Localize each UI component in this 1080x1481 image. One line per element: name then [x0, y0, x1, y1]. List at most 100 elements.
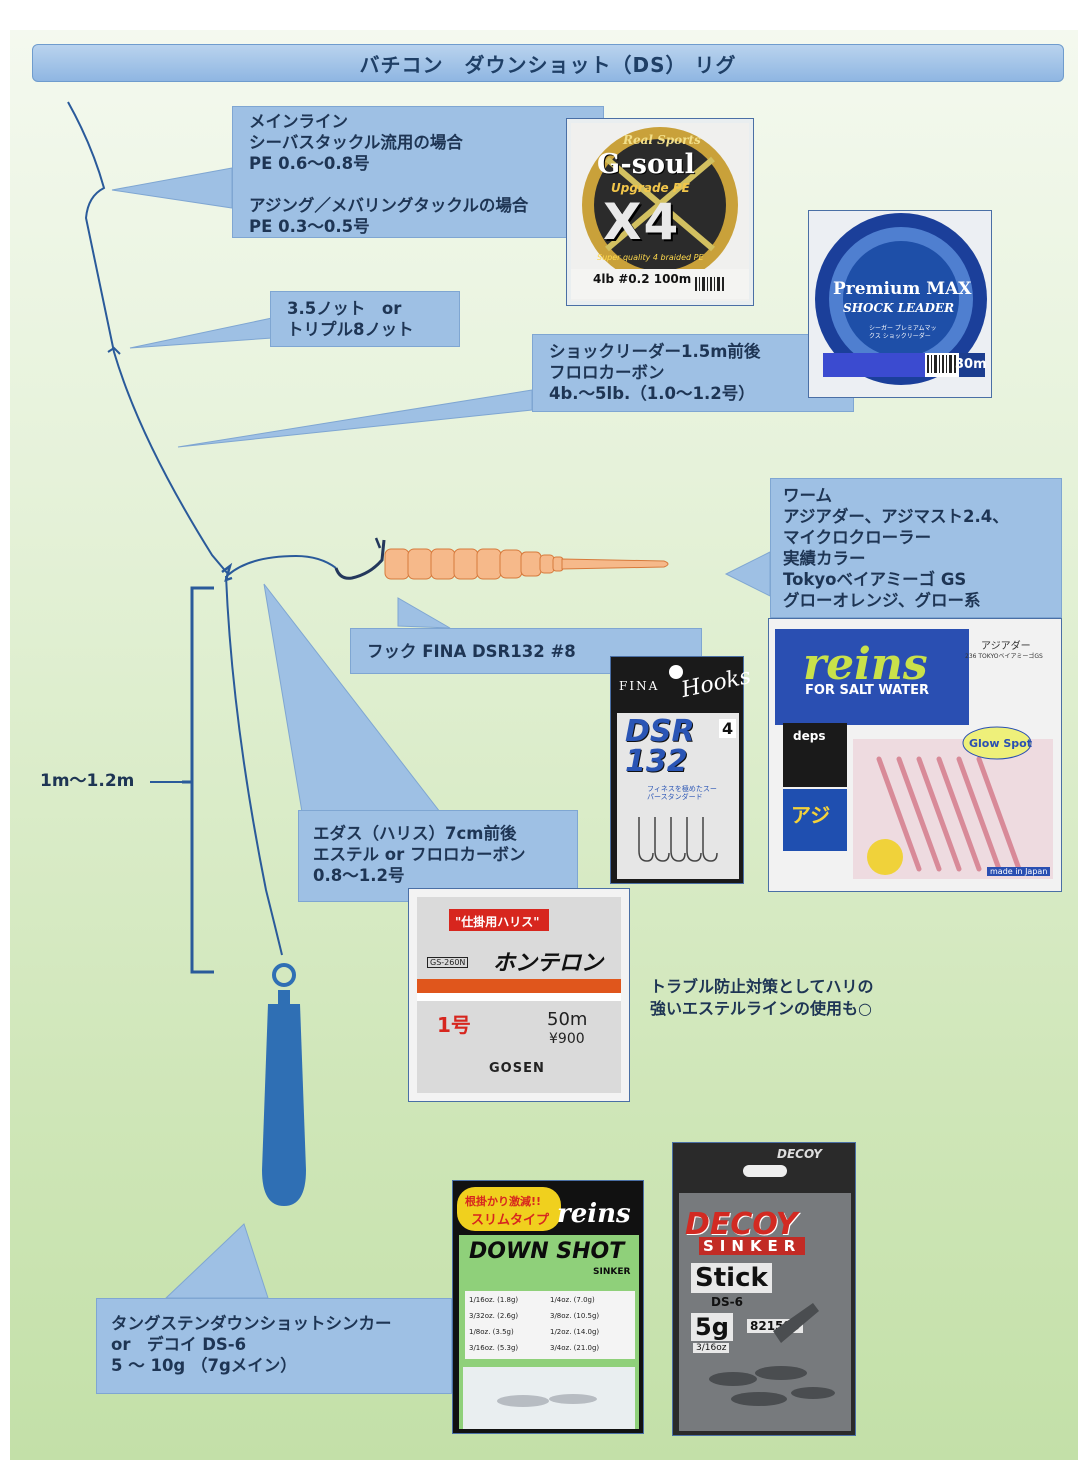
fina-dot-icon: [669, 665, 683, 679]
decoy-model: Stick: [691, 1263, 772, 1293]
honteron-package: "仕掛用ハリス" GS-260N ホンテロン 1号 50m ¥900 GOSEN: [408, 888, 630, 1102]
callout-line: 4b.～5lb.（1.0～1.2号）: [549, 384, 755, 403]
callout-line: エステル or フロロカーボン: [313, 845, 526, 864]
downshot-table: 1/16oz. (1.8g) 1/4oz. (7.0g) 3/32oz. (2.…: [465, 1291, 635, 1359]
callout-line: トリプル8ノット: [287, 320, 414, 339]
gsoul-package: Real Sports G-soul Upgrade PE X4 Super q…: [566, 118, 754, 306]
callout-line: or デコイ DS-6: [111, 1335, 247, 1354]
knot-pointer: [129, 317, 273, 349]
premium-name: Premium MAX: [833, 279, 972, 299]
callout-line: PE 0.3～0.5号: [249, 217, 370, 236]
fina-hooks-package: FINA Hooks DSR 132 4 フィネスを極めたスーパースタンダード: [610, 656, 753, 884]
decoy-hanger: [743, 1165, 787, 1177]
honteron-price: ¥900: [549, 1031, 585, 1047]
note-line: 強いエステルラインの使用も○: [650, 999, 872, 1018]
callout-line: アジアダー、アジマスト2.4、: [783, 507, 1009, 526]
downshot-sinkers: [463, 1367, 635, 1429]
reins-color: 236 TOKYOベイアミーゴGS: [965, 653, 1043, 660]
hook-samples: [638, 817, 718, 862]
size-option: 1/8oz. (3.5g): [469, 1328, 514, 1336]
decoy-sinkers: [709, 1303, 835, 1406]
decoy-top-brand: DECOY: [777, 1147, 822, 1161]
mainline-pointer: [111, 167, 233, 209]
downshot-brand: reins: [557, 1199, 631, 1229]
gsoul-tag: Super quality 4 braided PE: [597, 253, 704, 262]
premium-jp: シーガー プレミアムマックス ショックリーダー: [869, 325, 937, 340]
reins-fish: アジ: [791, 803, 831, 827]
fina-jp: フィネスを極めたスーパースタンダード: [647, 785, 717, 801]
callout-line: フロロカーボン: [549, 363, 665, 382]
honteron-label: "仕掛用ハリス": [455, 915, 540, 929]
reins-brand: reins: [803, 639, 928, 690]
downshot-name: DOWN SHOT: [469, 1239, 625, 1264]
callout-line: 3.5ノット or: [287, 299, 402, 318]
sinker-callout: タングステンダウンショットシンカー or デコイ DS-6 5 ～ 10g （7…: [96, 1298, 452, 1394]
gsoul-art: [571, 123, 749, 301]
reins-sub: FOR SALT WATER: [805, 683, 929, 698]
knot-mark: [107, 346, 121, 355]
honteron-art: [417, 897, 621, 1093]
worm-callout: ワーム アジアダー、アジマスト2.4、 マイクロクローラー 実績カラー Toky…: [770, 478, 1062, 618]
honteron-name: ホンテロン: [493, 951, 604, 976]
size-option: 3/4oz. (21.0g): [550, 1344, 600, 1352]
fina-panel: [617, 713, 739, 879]
leader-callout: ショックリーダー1.5m前後 フロロカーボン 4b.～5lb.（1.0～1.2号…: [532, 334, 854, 412]
hook-barb: [374, 537, 382, 549]
main-line: [67, 101, 229, 575]
title-text: バチコン ダウンショット（DS） リグ: [359, 52, 737, 77]
reins-glow: Glow Spot: [969, 737, 1032, 750]
size-option: 3/8oz. (10.5g): [550, 1312, 600, 1320]
note-line: トラブル防止対策としてハリの: [650, 977, 874, 996]
gsoul-spec: 4lb #0.2 100m: [593, 272, 692, 286]
decoy-brand: DECOY: [685, 1207, 798, 1242]
decoy-oz: 3/16oz: [693, 1343, 730, 1353]
callout-line: アジング／メバリングタックルの場合: [249, 196, 529, 215]
downshot-badge: [457, 1187, 561, 1231]
fina-brand: FINA: [619, 679, 660, 693]
callout-line: 5 ～ 10g （7gメイン）: [111, 1356, 297, 1375]
hook: [334, 539, 386, 580]
gsoul-sub: Upgrade PE: [611, 181, 690, 195]
honteron-len: 50m: [547, 1009, 588, 1030]
mainline-callout: メインライン シーバスタックル流用の場合 PE 0.6～0.8号 アジング／メバ…: [232, 106, 604, 238]
premium-max-package: Premium MAX SHOCK LEADER シーガー プレミアムマックス …: [808, 210, 992, 398]
gsoul-big: X4: [603, 193, 681, 251]
decoy-name: SINKER: [699, 1237, 806, 1255]
fina-model: DSR 132: [625, 714, 695, 779]
decoy-code: DS-6: [711, 1295, 743, 1309]
leader-to-sinker: [225, 575, 283, 956]
size-option: 3/16oz. (5.3g): [469, 1344, 519, 1352]
reins-made: made in Japan: [987, 867, 1051, 876]
callout-line: タングステンダウンショットシンカー: [111, 1314, 392, 1333]
callout-line: 実績カラー: [783, 549, 866, 568]
size-option: 1/2oz. (14.0g): [550, 1328, 600, 1336]
gsoul-brand: Real Sports: [623, 133, 701, 147]
premium-sub: SHOCK LEADER: [843, 301, 955, 315]
sinker: [262, 963, 306, 1206]
honteron-size: 1号: [437, 1013, 471, 1037]
length-bracket: [182, 586, 214, 974]
tip-note: トラブル防止対策としてハリの 強いエステルラインの使用も○: [650, 976, 874, 1020]
callout-line: Tokyoベイアミーゴ GS: [783, 570, 967, 589]
worm-pointer: [724, 551, 771, 597]
reins-jp: アジアダー: [981, 641, 1031, 652]
fina-size: 4: [719, 719, 737, 738]
reins-worm-package: reins FOR SALT WATER アジアダー 236 TOKYOベイアミ…: [768, 618, 1062, 892]
honteron-brand: GOSEN: [489, 1061, 545, 1076]
leader-pointer: [177, 389, 533, 448]
callout-line: シーバスタックル流用の場合: [249, 133, 463, 152]
honteron-code: GS-260N: [427, 957, 469, 968]
worm: [384, 548, 669, 580]
decoy-weight: 5g: [691, 1313, 733, 1341]
length-label: 1m～1.2m: [40, 771, 135, 791]
callout-line: メインライン: [249, 112, 348, 131]
callout-line: フック FINA DSR132 #8: [367, 642, 576, 661]
sinker-pointer: [164, 1223, 269, 1299]
decoy-sinker-package: DECOY DECOY SINKER Stick DS-6 5g 821589 …: [672, 1142, 856, 1436]
reins-art: [775, 629, 1053, 879]
gsoul-name: G-soul: [597, 149, 695, 180]
callout-line: PE 0.6～0.8号: [249, 154, 370, 173]
swivel-knot: [221, 562, 233, 582]
downshot-badge1: 根掛かり激減!!: [465, 1195, 542, 1208]
callout-line: 0.8～1.2号: [313, 866, 405, 885]
